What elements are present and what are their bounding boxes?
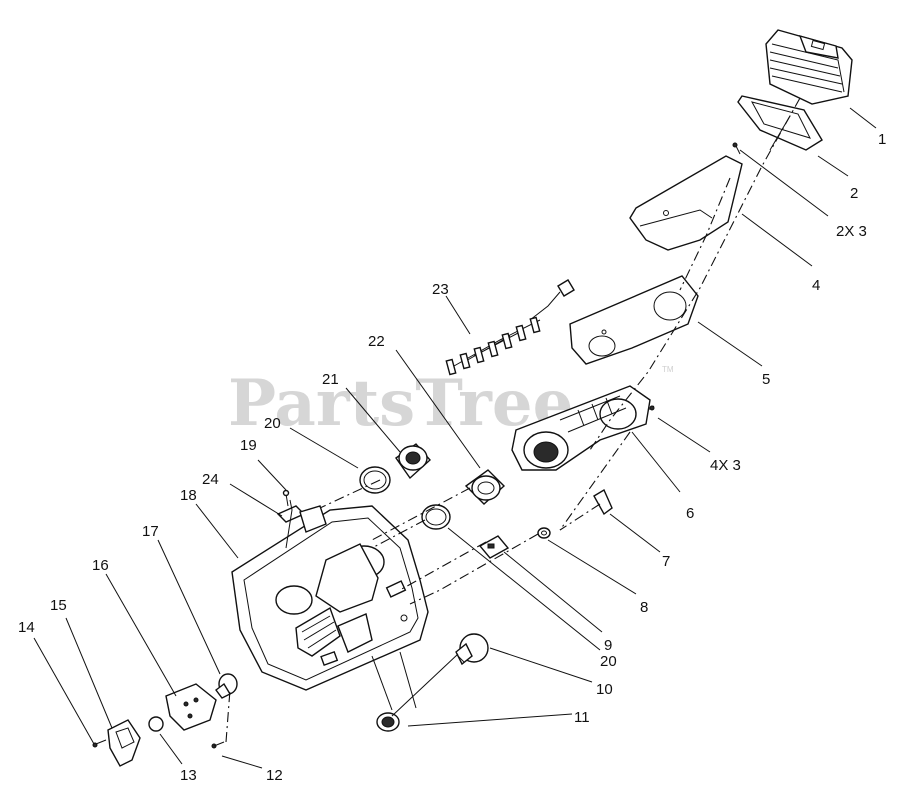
part-18-panel-housing[interactable]	[231, 499, 429, 691]
watermark-trademark: TM	[662, 365, 674, 374]
callout-4x3: 4X 3	[710, 457, 741, 474]
callout-6: 6	[686, 505, 694, 522]
callout-9: 9	[604, 637, 612, 654]
assembly-lines	[225, 97, 801, 743]
callout-20-upper: 20	[264, 415, 281, 432]
part-11-socket[interactable]	[376, 712, 400, 732]
part-13-bulb[interactable]	[148, 716, 164, 732]
part-1-top-cap[interactable]	[765, 29, 853, 105]
part-20-seal-ring-lower[interactable]	[421, 504, 451, 530]
callout-18: 18	[180, 487, 197, 504]
part-9-switch[interactable]	[478, 535, 510, 559]
callout-12: 12	[266, 767, 283, 784]
callout-3: 2X 3	[836, 223, 867, 240]
callout-5: 5	[762, 371, 770, 388]
callout-15: 15	[50, 597, 67, 614]
callout-14: 14	[18, 619, 35, 636]
part-12-screw[interactable]	[211, 741, 225, 749]
part-4x3-screw[interactable]	[647, 405, 655, 411]
part-8-washer[interactable]	[537, 527, 551, 539]
callout-19: 19	[240, 437, 257, 454]
callout-8: 8	[640, 599, 648, 616]
callout-13: 13	[180, 767, 197, 784]
callout-1: 1	[878, 131, 886, 148]
callout-7: 7	[662, 553, 670, 570]
part-5-lower-plate[interactable]	[569, 275, 699, 365]
callout-2: 2	[850, 185, 858, 202]
callout-23: 23	[432, 281, 449, 298]
callout-leaders	[33, 107, 877, 769]
callout-11: 11	[574, 709, 590, 726]
part-2-gasket-frame[interactable]	[737, 95, 823, 151]
callout-16: 16	[92, 557, 109, 574]
part-16-switch-block[interactable]	[165, 683, 217, 731]
watermark-text: PartsTree	[228, 366, 573, 441]
part-6-bracket-housing[interactable]	[511, 385, 651, 471]
part-4-upper-plate[interactable]	[629, 155, 743, 251]
part-22-bushing[interactable]	[464, 469, 506, 505]
part-19-screw[interactable]	[282, 489, 290, 507]
part-20-seal-ring-upper[interactable]	[359, 466, 391, 494]
part-7-knob[interactable]	[593, 488, 613, 516]
part-23-wire-harness[interactable]	[445, 279, 575, 376]
callout-10: 10	[596, 681, 613, 698]
callout-labels: 1 2 2X 3 4 5 4X 3 6 7 8 9 20 10 11 12 13…	[18, 131, 886, 784]
callout-17: 17	[142, 523, 159, 540]
callout-22: 22	[368, 333, 385, 350]
part-21-cylinder[interactable]	[395, 443, 431, 480]
part-3-screw-upper[interactable]	[732, 142, 741, 155]
part-17-lamp[interactable]	[215, 673, 238, 699]
callout-4: 4	[812, 277, 820, 294]
part-15-bracket[interactable]	[107, 719, 141, 767]
part-14-screw[interactable]	[92, 739, 107, 748]
callout-20-lower: 20	[600, 653, 617, 670]
callout-21: 21	[322, 371, 339, 388]
callout-24: 24	[202, 471, 219, 488]
part-10-bulb[interactable]	[455, 633, 489, 666]
